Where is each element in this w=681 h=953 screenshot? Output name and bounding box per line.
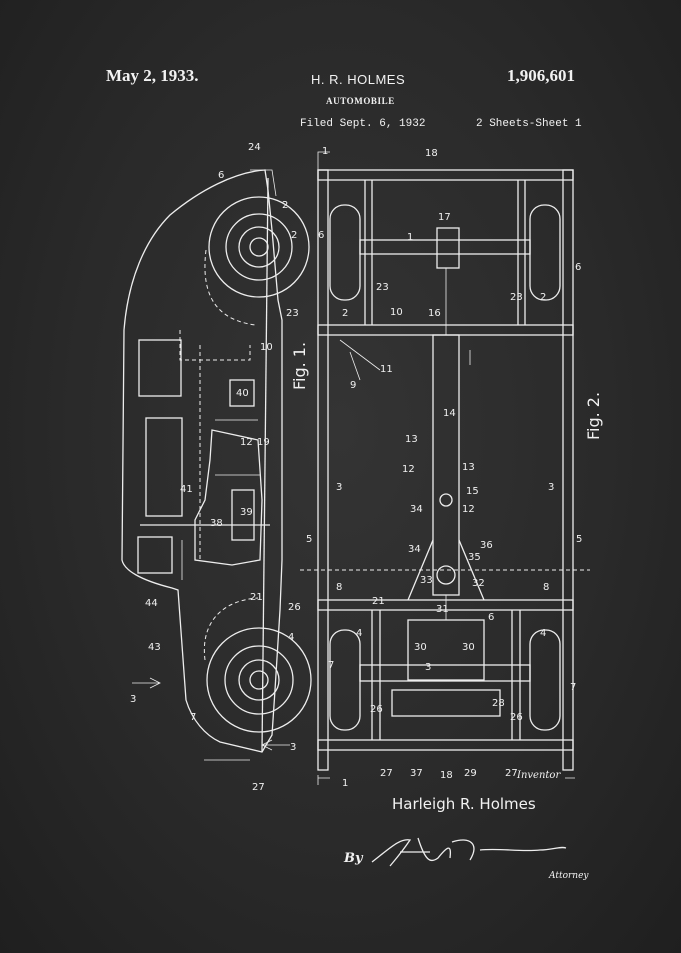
svg-text:21: 21 [372,596,385,607]
svg-text:27: 27 [380,768,393,779]
svg-text:30: 30 [462,642,475,653]
svg-text:21: 21 [250,592,263,603]
svg-text:18: 18 [425,148,438,159]
svg-text:12: 12 [240,437,253,448]
svg-text:7: 7 [190,712,196,723]
svg-text:10: 10 [390,307,403,318]
svg-text:26: 26 [288,602,301,613]
svg-text:27: 27 [252,782,265,793]
svg-text:44: 44 [145,598,158,609]
svg-text:3: 3 [290,742,296,753]
svg-text:2: 2 [342,308,348,319]
svg-text:5: 5 [306,534,312,545]
svg-text:37: 37 [410,768,423,779]
svg-text:4: 4 [356,628,362,639]
svg-text:23: 23 [510,292,523,303]
svg-text:9: 9 [350,380,356,391]
svg-text:3: 3 [130,694,136,705]
svg-text:5: 5 [576,534,582,545]
svg-text:3: 3 [336,482,342,493]
svg-text:28: 28 [492,698,505,709]
svg-text:18: 18 [440,770,453,781]
svg-text:17: 17 [438,212,451,223]
attorney-signature-scrawl [371,837,567,867]
svg-text:27: 27 [505,768,518,779]
svg-text:33: 33 [420,575,433,586]
svg-text:2: 2 [540,292,546,303]
svg-text:1: 1 [342,778,348,789]
fig1-label: Fig. 1. [290,341,309,390]
svg-text:35: 35 [468,552,481,563]
svg-text:1: 1 [322,146,328,157]
svg-text:13: 13 [462,462,475,473]
svg-text:26: 26 [370,704,383,715]
inventor-label: Inventor [517,770,561,781]
svg-text:14: 14 [443,408,456,419]
svg-text:26: 26 [510,712,523,723]
svg-text:8: 8 [336,582,342,593]
svg-text:11: 11 [380,364,393,375]
svg-text:31: 31 [436,604,449,615]
svg-text:6: 6 [488,612,494,623]
svg-text:4: 4 [288,632,294,643]
svg-text:10: 10 [260,342,273,353]
svg-text:7: 7 [570,682,576,693]
svg-text:38: 38 [210,518,223,529]
svg-text:43: 43 [148,642,161,653]
svg-text:6: 6 [575,262,581,273]
patent-title: AUTOMOBILE [326,96,395,106]
svg-text:4: 4 [540,628,546,639]
inventor-header: H. R. HOLMES [311,72,406,87]
svg-text:36: 36 [480,540,493,551]
svg-text:40: 40 [236,388,249,399]
svg-text:19: 19 [257,437,270,448]
svg-text:30: 30 [414,642,427,653]
svg-text:7: 7 [328,660,334,671]
by-label: By [344,851,363,866]
patent-number: 1,906,601 [507,66,575,85]
svg-text:23: 23 [376,282,389,293]
svg-text:13: 13 [405,434,418,445]
attorney-label: Attorney [549,871,589,881]
sheet-count: 2 Sheets-Sheet 1 [476,118,582,130]
svg-text:39: 39 [240,507,253,518]
filed-date: Filed Sept. 6, 1932 [300,118,426,130]
fig2-plan-view: 1 18 17 1 23 23 2 2 6 6 10 16 11 9 14 13… [300,146,590,789]
svg-text:6: 6 [218,170,224,181]
svg-text:3: 3 [548,482,554,493]
svg-text:34: 34 [410,504,423,515]
svg-text:6: 6 [318,230,324,241]
svg-text:12: 12 [462,504,475,515]
patent-date: May 2, 1933. [106,66,199,85]
svg-text:3: 3 [425,662,431,673]
inventor-name: Harleigh R. Holmes [392,795,536,813]
svg-text:23: 23 [286,308,299,319]
svg-text:16: 16 [428,308,441,319]
svg-text:15: 15 [466,486,479,497]
svg-text:29: 29 [464,768,477,779]
svg-text:2: 2 [291,230,297,241]
svg-text:12: 12 [402,464,415,475]
svg-text:1: 1 [407,232,413,243]
fig2-label: Fig. 2. [584,391,603,440]
fig1-side-view: 24 6 2 2 23 10 40 12 19 41 39 38 21 26 4… [121,142,312,793]
svg-text:34: 34 [408,544,421,555]
svg-text:8: 8 [543,582,549,593]
svg-text:41: 41 [180,484,193,495]
svg-text:24: 24 [248,142,261,153]
svg-text:32: 32 [472,578,485,589]
svg-text:2: 2 [282,200,288,211]
